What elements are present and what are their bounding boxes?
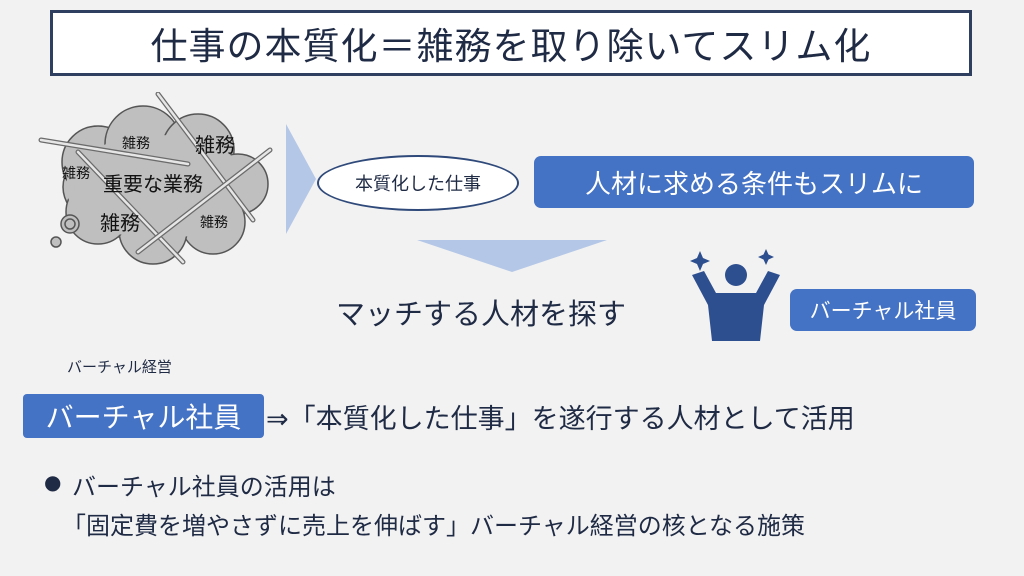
cloud-word-zatsumu-4: 雑務 (100, 211, 140, 235)
bullet-line-2: 「固定費を増やさずに売上を伸ばす」バーチャル経営の核となる施策 (62, 512, 806, 540)
search-text: マッチする人材を探す (336, 297, 627, 331)
down-arrow-icon (417, 240, 607, 272)
virtual-employee-badge: バーチャル社員 (790, 289, 976, 331)
virtual-management-caption: バーチャル経営 (67, 358, 172, 376)
right-arrow-icon (286, 124, 316, 234)
cloud-word-zatsumu-3: 雑務 (62, 166, 90, 182)
success-person-icon (690, 249, 780, 341)
cloud-word-zatsumu-1: 雑務 (122, 136, 150, 152)
cloud-word-zatsumu-5: 雑務 (200, 215, 228, 231)
slim-requirements-label: 人材に求める条件もスリムに (534, 156, 974, 208)
cloud-word-zatsumu-2: 雑務 (195, 133, 235, 157)
essential-work-label: 本質化した仕事 (317, 155, 519, 211)
main-definition: ⇒「本質化した仕事」を遂行する人材として活用 (266, 404, 855, 435)
bullet-line-1: バーチャル社員の活用は (72, 473, 336, 501)
cloud-word-important-work: 重要な業務 (103, 172, 203, 196)
main-term-label: バーチャル社員 (23, 394, 264, 438)
bullet-marker: ● (44, 470, 62, 494)
cloud-icon (38, 92, 273, 265)
page-title: 仕事の本質化＝雑務を取り除いてスリム化 (50, 10, 972, 76)
